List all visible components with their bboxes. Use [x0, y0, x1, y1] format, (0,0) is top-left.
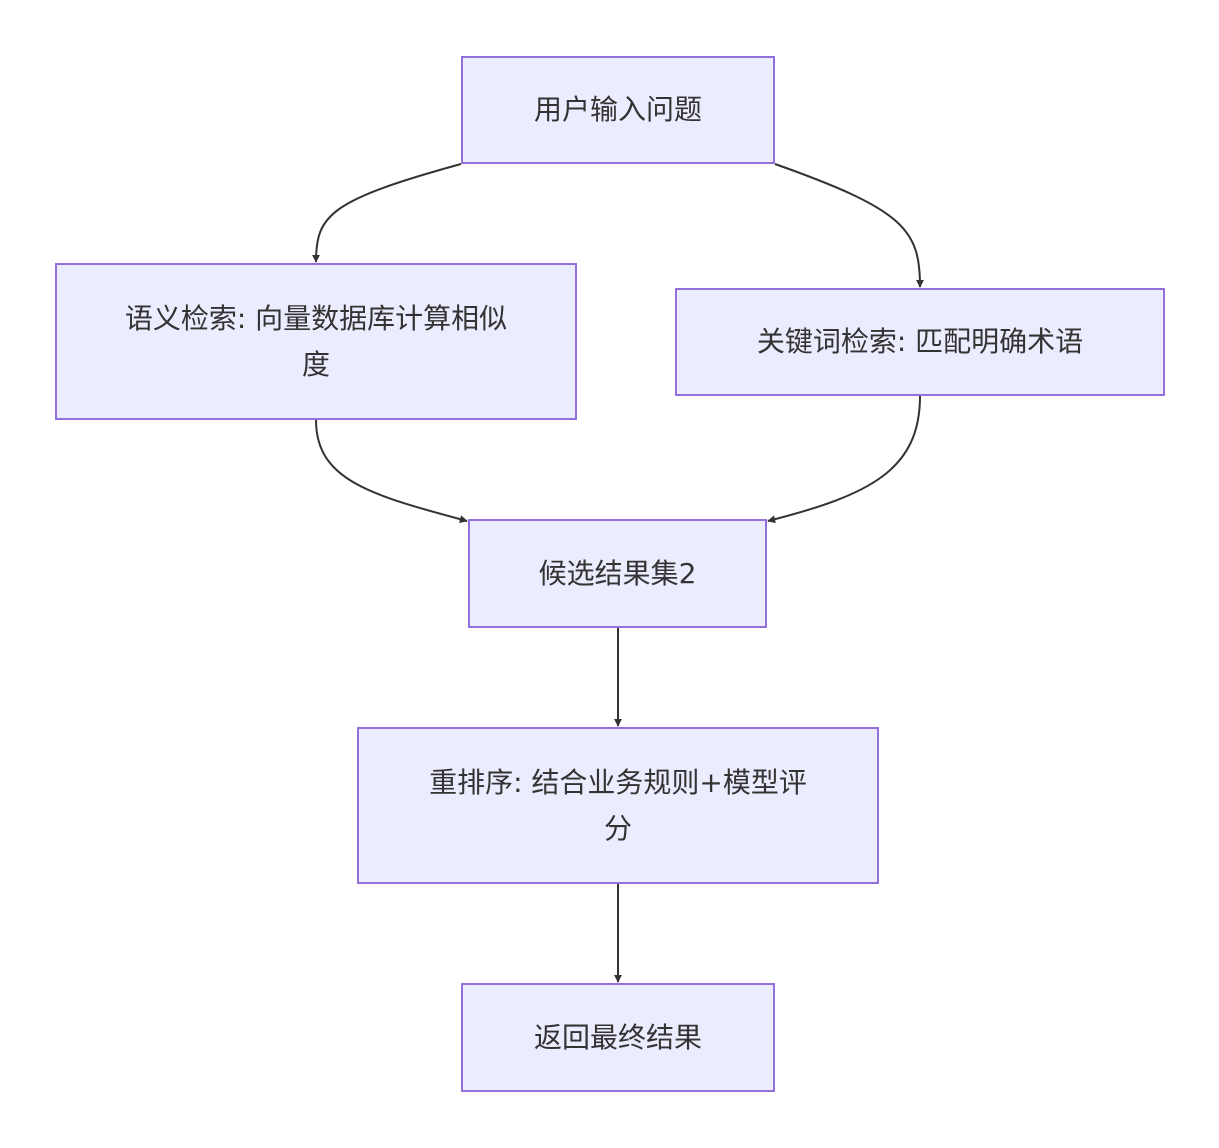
- node-user-question-label: 用户输入问题: [533, 93, 702, 126]
- node-final-results-label: 返回最终结果: [533, 1020, 702, 1054]
- edge-keyword-to-candidates: [767, 395, 921, 524]
- node-user-question: 用户输入问题: [461, 56, 775, 164]
- node-final-results: 返回最终结果: [461, 983, 775, 1092]
- node-rerank-label: 重排序: 结合业务规则+模型评分: [429, 765, 807, 845]
- node-keyword-search-label: 关键词检索: 匹配明确术语: [756, 325, 1084, 358]
- edge-question-to-keyword: [774, 163, 924, 288]
- node-candidates-label: 候选结果集2: [538, 556, 697, 590]
- edge-question-to-semantic: [312, 163, 462, 263]
- node-rerank: 重排序: 结合业务规则+模型评分: [357, 727, 879, 884]
- node-semantic-search: 语义检索: 向量数据库计算相似度: [55, 263, 577, 420]
- node-keyword-search: 关键词检索: 匹配明确术语: [675, 288, 1165, 396]
- node-candidates: 候选结果集2: [468, 519, 767, 628]
- edge-semantic-to-candidates: [315, 419, 468, 523]
- node-semantic-search-label: 语义检索: 向量数据库计算相似度: [124, 301, 508, 381]
